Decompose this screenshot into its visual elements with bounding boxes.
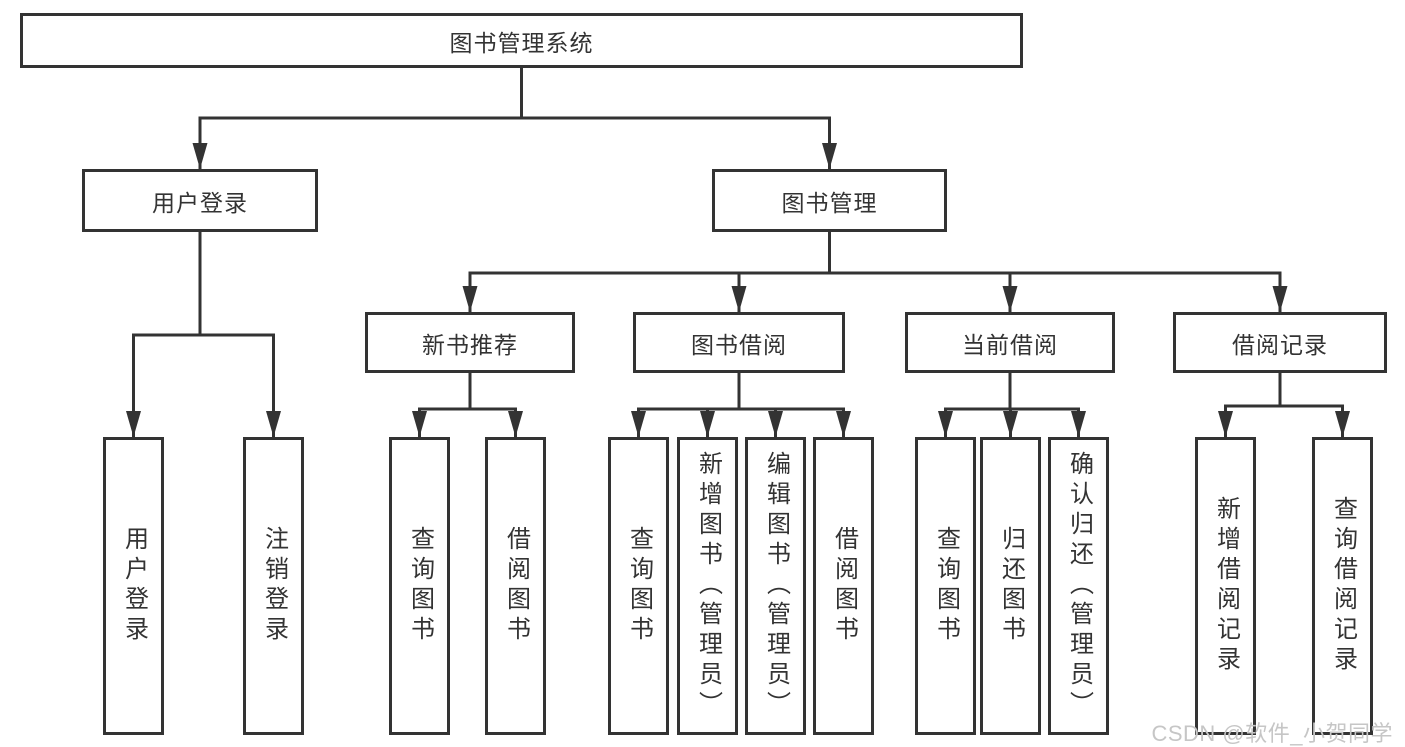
- node-add-borrowing-record-label: 新增借阅记录: [1212, 496, 1240, 676]
- node-logout-label: 注销登录: [260, 526, 288, 646]
- node-query-books-recommend-label: 查询图书: [406, 526, 434, 646]
- node-borrow-books-recommend-label: 借阅图书: [502, 526, 530, 646]
- node-user-login-leaf: 用户登录: [103, 437, 164, 735]
- arrowhead-down-icon: [938, 411, 953, 437]
- node-query-books-borrowing-label: 查询图书: [625, 526, 653, 646]
- node-query-books-current: 查询图书: [915, 437, 976, 735]
- arrowhead-down-icon: [731, 286, 747, 312]
- node-query-books-recommend: 查询图书: [389, 437, 450, 735]
- arrowhead-down-icon: [462, 286, 478, 312]
- arrowhead-down-icon: [1272, 286, 1288, 312]
- node-book-borrowing-label: 图书借阅: [691, 331, 787, 358]
- arrowhead-down-icon: [768, 411, 783, 437]
- node-new-book-recommend-label: 新书推荐: [422, 331, 518, 358]
- node-new-book-recommend: 新书推荐: [365, 312, 575, 373]
- node-query-books-current-label: 查询图书: [932, 526, 960, 646]
- arrowhead-down-icon: [412, 411, 427, 437]
- node-logout: 注销登录: [243, 437, 304, 735]
- node-current-borrowing-label: 当前借阅: [962, 331, 1058, 358]
- node-library-management-system: 图书管理系统: [20, 13, 1023, 68]
- node-user-login: 用户登录: [82, 169, 318, 232]
- arrowhead-down-icon: [1002, 286, 1018, 312]
- node-edit-books-admin: 编辑图书（管理员）: [745, 437, 806, 735]
- node-edit-books-admin-label: 编辑图书（管理员）: [762, 451, 790, 721]
- node-book-borrowing: 图书借阅: [633, 312, 845, 373]
- arrowhead-down-icon: [631, 411, 646, 437]
- arrowhead-down-icon: [126, 411, 141, 437]
- node-return-books-label: 归还图书: [997, 526, 1025, 646]
- node-book-management-label: 图书管理: [781, 189, 878, 216]
- node-borrowing-records-label: 借阅记录: [1232, 331, 1328, 358]
- arrowhead-down-icon: [1218, 411, 1233, 437]
- node-query-borrowing-record: 查询借阅记录: [1312, 437, 1373, 735]
- node-library-management-system-label: 图书管理系统: [449, 29, 594, 56]
- node-borrow-books-recommend: 借阅图书: [485, 437, 546, 735]
- arrowhead-down-icon: [1335, 411, 1350, 437]
- node-current-borrowing: 当前借阅: [905, 312, 1115, 373]
- node-borrow-books-borrowing-label: 借阅图书: [830, 526, 858, 646]
- node-borrow-books-borrowing: 借阅图书: [813, 437, 874, 735]
- arrowhead-down-icon: [266, 411, 281, 437]
- node-return-books: 归还图书: [980, 437, 1041, 735]
- node-add-books-admin: 新增图书（管理员）: [677, 437, 738, 735]
- arrowhead-down-icon: [1071, 411, 1086, 437]
- arrowhead-down-icon: [836, 411, 851, 437]
- node-user-login-label: 用户登录: [152, 189, 248, 216]
- node-book-management: 图书管理: [712, 169, 947, 232]
- arrowhead-down-icon: [508, 411, 523, 437]
- arrowhead-down-icon: [822, 143, 837, 169]
- node-borrowing-records: 借阅记录: [1173, 312, 1387, 373]
- node-add-books-admin-label: 新增图书（管理员）: [694, 451, 722, 721]
- csdn-watermark: CSDN @软件_小贺同学: [1151, 721, 1393, 746]
- arrowhead-down-icon: [192, 143, 208, 169]
- node-add-borrowing-record: 新增借阅记录: [1195, 437, 1256, 735]
- arrowhead-down-icon: [700, 411, 715, 437]
- node-confirm-return-admin-label: 确认归还（管理员）: [1065, 451, 1093, 721]
- node-confirm-return-admin: 确认归还（管理员）: [1048, 437, 1109, 735]
- node-user-login-leaf-label: 用户登录: [120, 526, 148, 646]
- node-query-books-borrowing: 查询图书: [608, 437, 669, 735]
- node-query-borrowing-record-label: 查询借阅记录: [1329, 496, 1357, 676]
- arrowhead-down-icon: [1003, 411, 1018, 437]
